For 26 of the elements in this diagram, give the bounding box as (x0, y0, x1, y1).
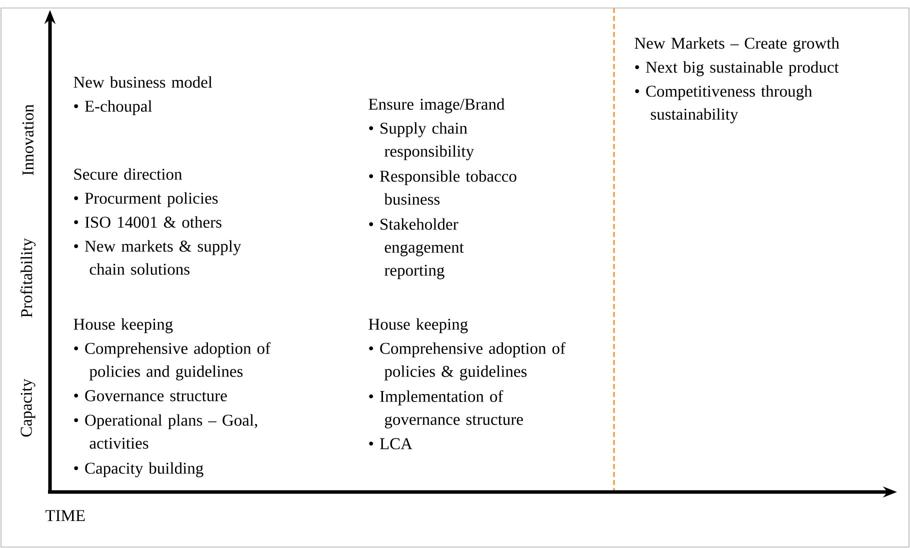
bullet-point: • Stakeholder engagement reporting (369, 218, 464, 280)
bullet-point: • LCA (369, 438, 412, 450)
bullet-point: • Comprehensive adoption of policies and guidelines (74, 342, 271, 380)
bullet-point: • E-choupal (74, 100, 152, 116)
bullet-point: • ISO 14001 & others (74, 216, 222, 228)
bullet-point: • Next big sustainable product (635, 61, 839, 76)
bullet-point: • Capacity building (74, 462, 204, 478)
block-heading: Ensure image/Brand (368, 98, 505, 114)
axis-label: Capacity (20, 378, 36, 437)
bullet-point: • Procurment policies (74, 192, 218, 208)
block-heading: New Markets – Create growth (634, 37, 840, 52)
bullet-point: • New markets & supply chain solutions (74, 240, 242, 275)
bullet-point: • Comprehensive adoption of policies & guidelines (369, 342, 566, 380)
bullet-point: • Operational plans – Goal, activities (74, 414, 258, 449)
axis-label: TIME (46, 510, 85, 521)
block-heading: Secure direction (74, 168, 182, 180)
axis-label: Innovation (22, 104, 34, 176)
bullet-point: • Competitiveness through sustainability (635, 85, 812, 124)
bullet-point: • Governance structure (74, 390, 227, 402)
bullet-point: • Supply chain responsibility (369, 122, 474, 160)
bullet-point: • Responsible tobacco business (369, 170, 516, 205)
bullet-point: • Implementation of governance structure (369, 390, 523, 428)
block-heading: House keeping (368, 318, 468, 334)
block-heading: New business model (74, 76, 212, 88)
axis-label: Profitability (20, 238, 36, 318)
block-heading: House keeping (74, 318, 173, 334)
